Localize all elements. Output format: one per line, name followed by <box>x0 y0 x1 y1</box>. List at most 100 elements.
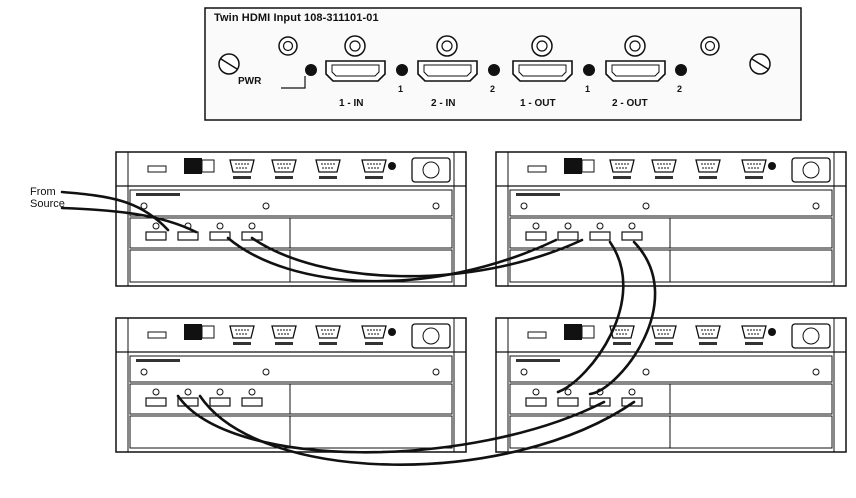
indicator-led-icon <box>768 328 776 336</box>
serial-port-icon <box>229 325 255 339</box>
network-port-icon <box>564 324 582 340</box>
hdmi-port-icon <box>557 231 579 241</box>
port-caption-mark <box>319 342 337 345</box>
hdmi-port-icon <box>209 231 231 241</box>
cable-source-1 <box>60 190 170 232</box>
jack-icon <box>216 388 224 396</box>
card-slot-bottom <box>129 415 453 449</box>
port-number-2: 2 <box>677 84 683 94</box>
jack-icon <box>628 388 636 396</box>
screw-icon <box>262 202 270 210</box>
hdmi-port-icon <box>525 397 547 407</box>
hdmi-port-icon <box>589 397 611 407</box>
cable-source-2 <box>60 206 198 234</box>
usb-port-icon <box>201 159 215 173</box>
network-port-icon <box>184 158 202 174</box>
port-label-1-out: 1 - OUT <box>520 98 556 109</box>
projector-top-right <box>495 151 847 287</box>
port-caption-mark <box>655 176 673 179</box>
led-icon <box>488 64 500 76</box>
port-caption-mark <box>745 342 763 345</box>
port-label-2-out: 2 - OUT <box>612 98 648 109</box>
projector-units <box>115 151 847 453</box>
pwr-led-icon <box>305 64 317 76</box>
port-caption-mark <box>745 176 763 179</box>
serial-port-icon <box>651 159 677 173</box>
cable-link-2 <box>250 236 584 278</box>
hdmi-cables <box>60 190 657 466</box>
power-inlet-socket <box>802 161 820 179</box>
panel-title: Twin HDMI Input 108-311101-01 <box>214 12 379 24</box>
screw-icon <box>140 368 148 376</box>
right-jack-icon <box>700 36 720 56</box>
indicator-led-icon <box>768 162 776 170</box>
network-port-icon <box>564 158 582 174</box>
screw-icon <box>262 368 270 376</box>
card-caption-mark <box>136 193 180 196</box>
serial-port-icon <box>695 325 721 339</box>
hdmi-port-icon <box>589 231 611 241</box>
cable-link-5 <box>176 394 606 454</box>
empty-slot <box>289 217 453 249</box>
screw-icon <box>520 368 528 376</box>
empty-slot <box>289 383 453 415</box>
screw-icon <box>642 202 650 210</box>
screw-icon <box>432 368 440 376</box>
port-caption-mark <box>655 342 673 345</box>
power-inlet-socket <box>422 327 440 345</box>
serial-port-icon <box>271 325 297 339</box>
left-jack-icon <box>278 36 298 56</box>
usb-port-icon <box>581 325 595 339</box>
empty-slot <box>669 217 833 249</box>
left-screw-icon <box>218 53 240 75</box>
cable-link-3 <box>556 240 625 394</box>
card-slot-top <box>129 355 453 383</box>
projector-bottom-right <box>495 317 847 453</box>
port-caption-mark <box>613 342 631 345</box>
cable-link-6 <box>198 394 636 466</box>
jack-icon <box>564 222 572 230</box>
pwr-label: PWR <box>238 76 262 87</box>
cable-link-1 <box>226 236 558 283</box>
port-caption-mark <box>699 342 717 345</box>
empty-slot <box>669 383 833 415</box>
led-icon <box>583 64 595 76</box>
cable-link-4 <box>588 240 657 396</box>
source-label-line1: From <box>30 186 56 198</box>
usb-port-icon <box>201 325 215 339</box>
indicator-led-icon <box>388 328 396 336</box>
hdmi-panel <box>204 7 802 121</box>
source-label-line2: Source <box>30 198 65 210</box>
card-caption-mark <box>136 359 180 362</box>
port-caption-mark <box>365 342 383 345</box>
right-screw-icon <box>749 53 771 75</box>
port-slot-icon <box>527 165 547 173</box>
jack-icon <box>152 388 160 396</box>
pwr-leader-line <box>281 76 306 89</box>
port-label-1-in: 1 - IN <box>339 98 364 109</box>
serial-port-icon <box>741 325 767 339</box>
screw-icon <box>812 202 820 210</box>
serial-port-icon <box>271 159 297 173</box>
serial-port-icon <box>361 159 387 173</box>
screw-icon <box>642 368 650 376</box>
network-port-icon <box>184 324 202 340</box>
hdmi-port-2-in <box>417 35 478 82</box>
jack-icon <box>564 388 572 396</box>
card-slot-bottom <box>509 249 833 283</box>
screw-icon <box>520 202 528 210</box>
serial-port-icon <box>361 325 387 339</box>
port-number-2: 2 <box>490 84 496 94</box>
projector-top-left <box>115 151 467 287</box>
panel-frame <box>204 7 802 121</box>
port-caption-mark <box>233 176 251 179</box>
port-caption-mark <box>319 176 337 179</box>
hdmi-port-2-out <box>605 35 666 82</box>
jack-icon <box>532 222 540 230</box>
port-slot-icon <box>147 331 167 339</box>
hdmi-port-icon <box>621 231 643 241</box>
hdmi-port-icon <box>177 231 199 241</box>
serial-port-icon <box>229 159 255 173</box>
